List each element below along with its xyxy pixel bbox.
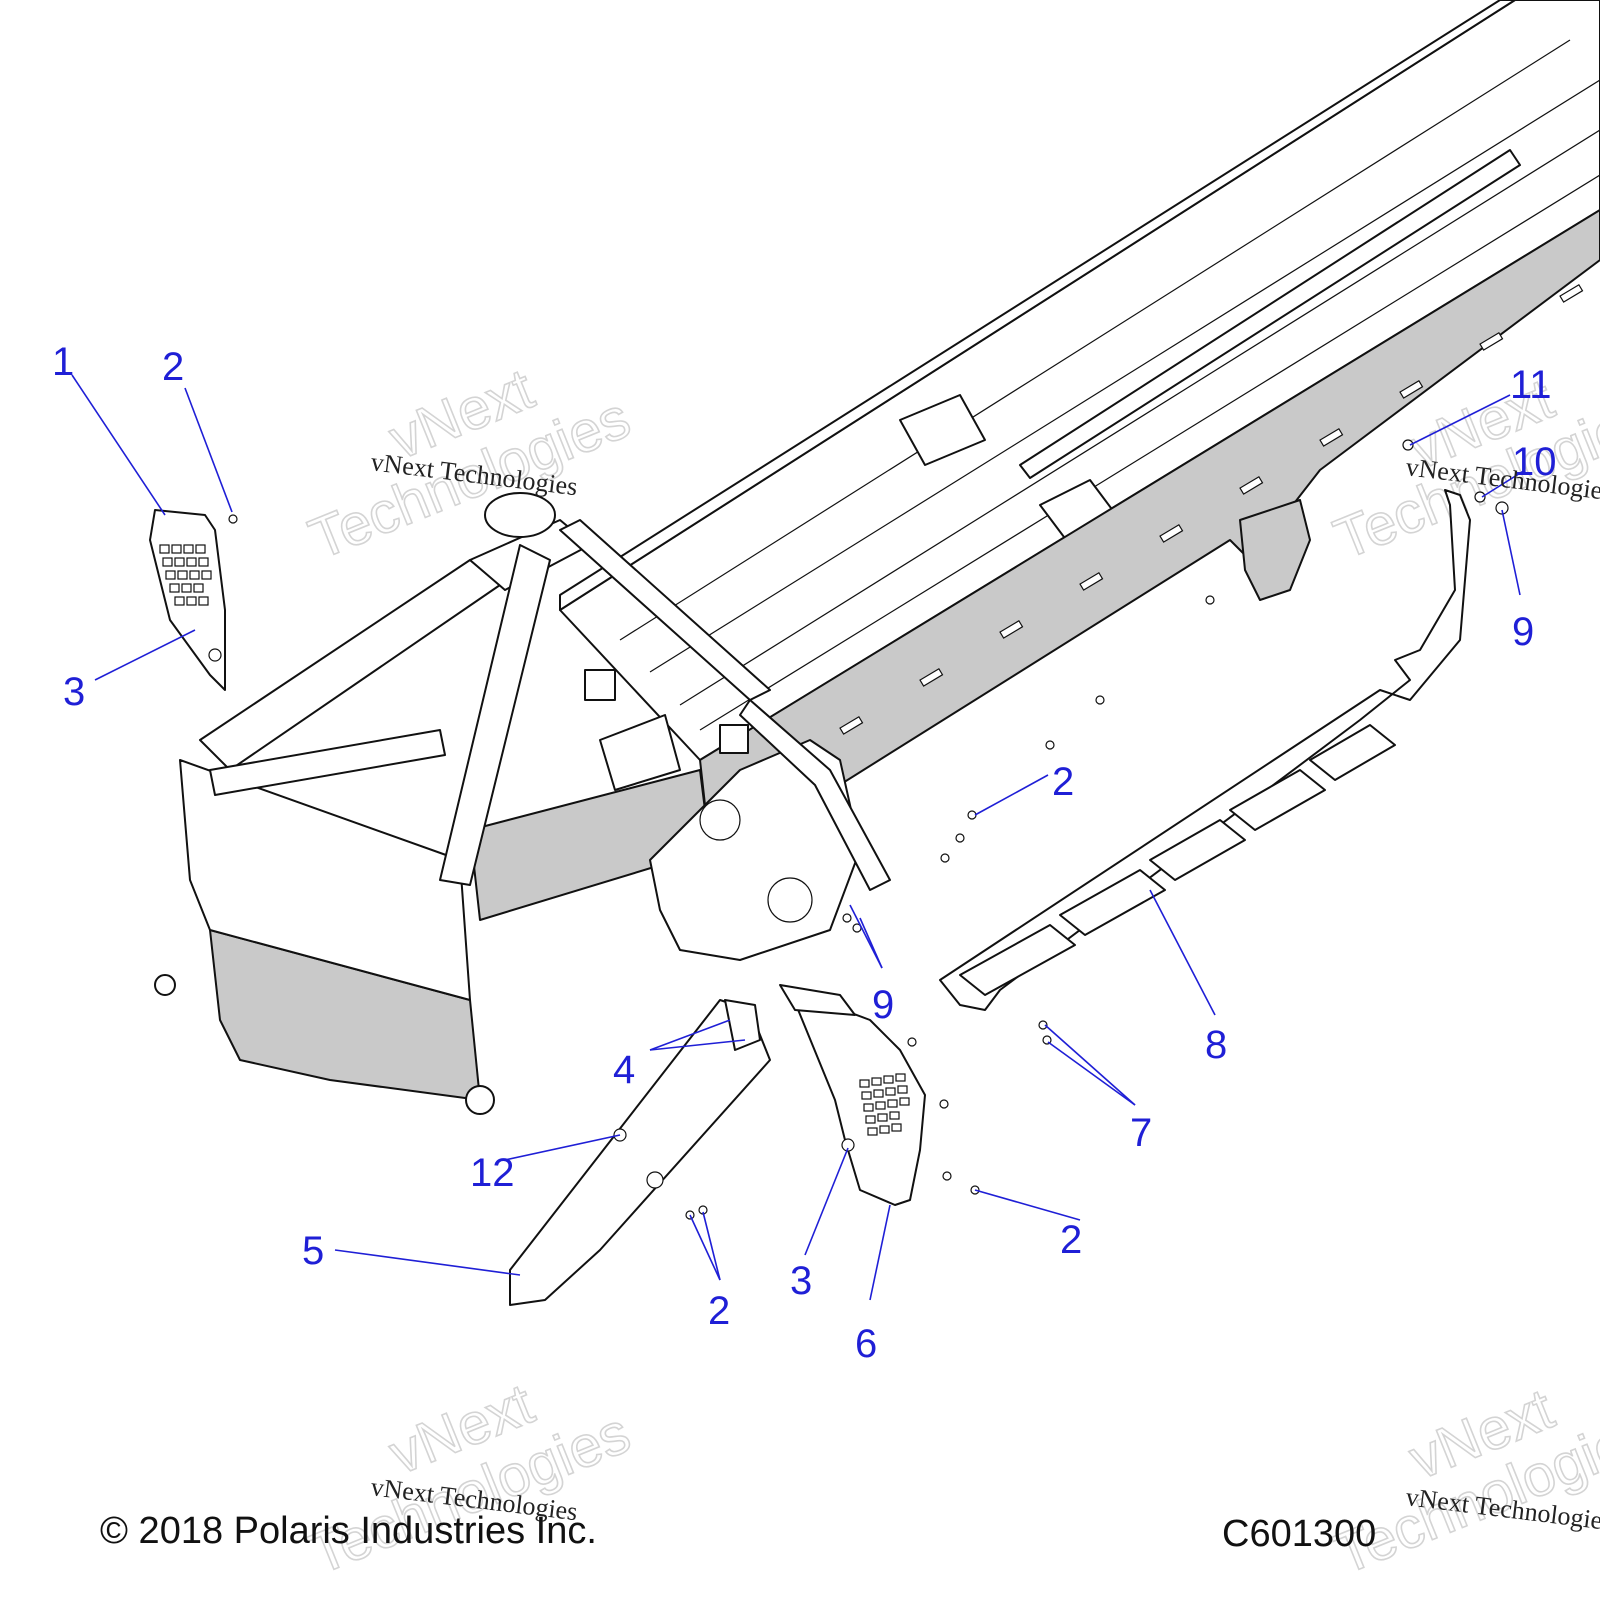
frame-crossbar [209, 729, 446, 796]
callout-2[interactable]: 2 [1060, 1218, 1082, 1262]
callout-4[interactable]: 4 [613, 1048, 635, 1092]
callout-2[interactable]: 2 [162, 345, 184, 389]
running-board-steps [959, 724, 1396, 996]
frame-tube-rear [739, 699, 891, 891]
callout-11[interactable]: 11 [1510, 363, 1552, 407]
tunnel-fasteners [842, 595, 1215, 933]
deck-plate [899, 394, 986, 466]
spindle-stub [465, 1085, 495, 1115]
mount-boss [646, 1171, 664, 1189]
part-vent-panel-left [149, 509, 238, 691]
screw [907, 1037, 917, 1047]
deck-seam [699, 174, 1600, 731]
front-chassis [154, 492, 891, 1115]
copyright-notice: © 2018 Polaris Industries Inc. [100, 1510, 597, 1552]
deck-seam [679, 129, 1600, 706]
vent-grille-right [859, 1073, 910, 1136]
skid-shield-body [509, 999, 771, 1306]
part-skid-shield [509, 999, 771, 1306]
rivet [1038, 1020, 1048, 1030]
tunnel-assembly [559, 0, 1600, 861]
deck-rail [1019, 149, 1521, 479]
deck-mount [719, 724, 749, 754]
callout-7[interactable]: 7 [1130, 1111, 1152, 1155]
callout-3[interactable]: 3 [63, 670, 85, 714]
ecu-bracket [599, 714, 681, 791]
callout-2[interactable]: 2 [708, 1289, 730, 1333]
bulkhead-front [179, 759, 471, 1001]
callout-9[interactable]: 9 [1512, 610, 1534, 654]
spindle-stub [154, 974, 176, 996]
callout-2[interactable]: 2 [1052, 760, 1074, 804]
deck-mount [584, 669, 616, 701]
frame-tube-right [559, 519, 771, 701]
vent-panel-body [789, 989, 926, 1206]
callout-labels: 1 2 3 11 10 9 2 9 8 4 7 12 2 5 2 3 6 [52, 340, 1557, 1366]
callout-8[interactable]: 8 [1205, 1023, 1227, 1067]
nut [1495, 501, 1509, 515]
callout-6[interactable]: 6 [855, 1322, 877, 1366]
steering-post-head [484, 492, 556, 538]
screw [942, 1171, 952, 1181]
callout-10[interactable]: 10 [1512, 440, 1557, 484]
frame-tube-left [199, 559, 501, 771]
callout-3[interactable]: 3 [790, 1259, 812, 1303]
screw [939, 1099, 949, 1109]
nut [1474, 491, 1486, 503]
vent-panel-flange [779, 984, 856, 1016]
vent-grille-left [159, 544, 212, 606]
callout-9[interactable]: 9 [872, 983, 894, 1027]
leader-lines [71, 374, 1526, 1301]
diagram-code: C601300 [1222, 1513, 1376, 1555]
callout-1[interactable]: 1 [52, 340, 74, 384]
deck-seam [649, 79, 1600, 673]
deck-seam [619, 39, 1571, 641]
callout-12[interactable]: 12 [470, 1151, 515, 1195]
tunnel-left-rail [559, 0, 1516, 611]
callout-5[interactable]: 5 [302, 1229, 324, 1273]
screw [228, 514, 238, 524]
skid-shield-tab [724, 999, 761, 1051]
part-vent-panel-right [779, 984, 980, 1206]
frame-tube-center [439, 544, 551, 886]
part-running-board [939, 439, 1509, 1045]
rear-bracket [1239, 499, 1311, 601]
screw [1402, 439, 1414, 451]
